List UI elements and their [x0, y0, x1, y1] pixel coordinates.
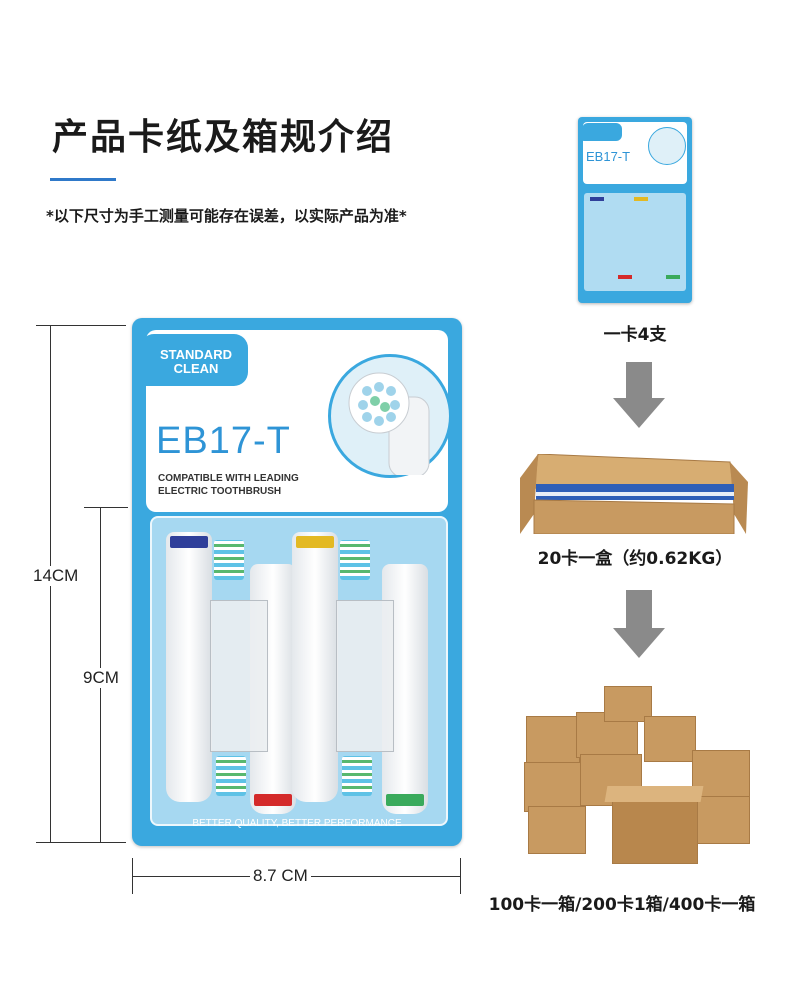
title-underline [50, 178, 116, 181]
color-ring-red [254, 794, 292, 806]
dim-top-tick [36, 325, 126, 326]
open-box-icon [520, 453, 748, 535]
small-brand-tab [582, 123, 622, 141]
small-ring-red [618, 275, 632, 279]
arrow-2-icon [613, 628, 665, 658]
pack-suffix: PACK [427, 340, 448, 347]
small-model: EB17-T [586, 149, 631, 164]
arrow-1-stem [626, 362, 652, 400]
dim-width: 8.7 CM [250, 866, 311, 886]
pack-count: ×4 PACK [408, 332, 447, 348]
brush-head-icon [348, 372, 430, 478]
package-tagline: BETTER QUALITY, BETTER PERFORMANCE [192, 818, 402, 829]
color-ring-green [386, 794, 424, 806]
brush-head-1 [166, 532, 212, 802]
arrow-1-icon [613, 398, 665, 428]
carton-8 [528, 806, 586, 854]
compatibility-text: COMPATIBLE WITH LEADING ELECTRIC TOOTHBR… [158, 472, 318, 498]
tray-window-1 [210, 600, 268, 752]
carton-box-image [520, 453, 748, 535]
pack-count-value: ×4 [408, 332, 424, 348]
color-ring-blue [170, 536, 208, 548]
carton-9 [690, 796, 750, 844]
bristles-1 [214, 540, 244, 580]
brand-line-2: CLEAN [173, 361, 219, 376]
brand-line-1: STANDARD [160, 347, 232, 362]
carton-open-flap [604, 786, 704, 802]
product-package: EB17-T COMPATIBLE WITH LEADING ELECTRIC … [132, 318, 462, 846]
dim-height-tray: 9CM [80, 668, 122, 688]
carton-6 [524, 762, 586, 812]
compat-line-2: ELECTRIC TOOTHBRUSH [158, 486, 282, 497]
dim-bottom-tick [36, 842, 126, 843]
model-number: EB17-T [156, 420, 291, 462]
brush-head-image [328, 354, 452, 478]
tray-window-2 [336, 600, 394, 752]
bristles-4 [342, 756, 372, 796]
small-package-image: EB17-T [578, 117, 692, 303]
color-ring-yellow [296, 536, 334, 548]
small-ring-yellow [634, 197, 648, 201]
dim-tray-top-tick [84, 507, 128, 508]
carton-1 [526, 716, 580, 766]
small-ring-green [666, 275, 680, 279]
page-title: 产品卡纸及箱规介绍 [52, 117, 395, 158]
carton-open [612, 798, 698, 864]
step-3-label: 100卡一箱/200卡1箱/400卡一箱 [488, 895, 756, 915]
carton-pile-image [520, 682, 752, 872]
step-1-label: 一卡4支 [603, 325, 667, 345]
carton-4 [644, 716, 696, 762]
step-2-label: 20卡一盒（约0.62KG） [537, 549, 733, 569]
small-tray [584, 193, 686, 291]
arrow-2-stem [626, 590, 652, 630]
brand-tab [140, 334, 248, 386]
dim-height-total: 14CM [30, 566, 82, 586]
dim-right-tick [460, 858, 461, 894]
small-ring-blue [590, 197, 604, 201]
brand-logo: STANDARD CLEAN [136, 348, 256, 376]
compat-line-1: COMPATIBLE WITH LEADING [158, 473, 299, 484]
brush-head-3 [292, 532, 338, 802]
measurement-note: *以下尺寸为手工测量可能存在误差，以实际产品为准* [46, 207, 407, 225]
small-brush-circle [648, 127, 686, 165]
bristles-2 [340, 540, 370, 580]
bristles-3 [216, 756, 246, 796]
